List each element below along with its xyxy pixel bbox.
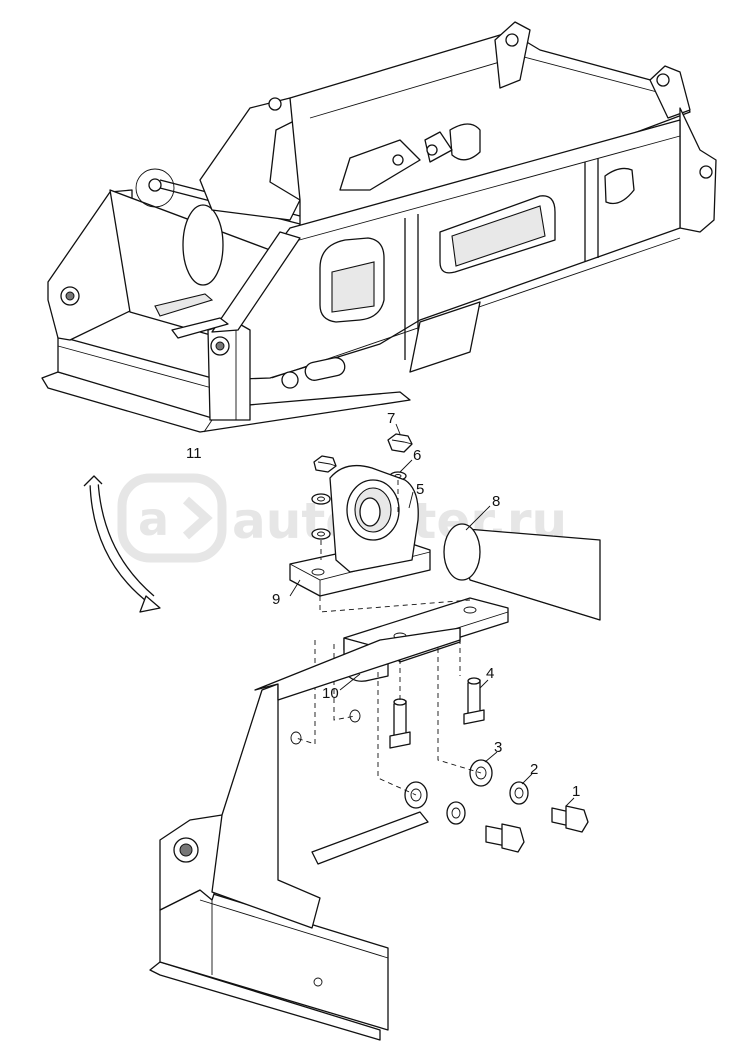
bolt-1	[551, 805, 589, 833]
callout-2: 2	[530, 761, 538, 778]
callout-6: 6	[413, 447, 421, 464]
assembly-guide-lines	[295, 480, 482, 796]
bolt-left	[389, 698, 411, 749]
bolt-4	[463, 677, 485, 725]
lower-frame-detail	[149, 627, 461, 1041]
shaft-8	[443, 523, 601, 621]
a-arrow-logo-icon: a	[117, 473, 227, 563]
spring-washer-lower	[446, 801, 466, 825]
pillow-block-9	[289, 464, 431, 597]
svg-text:a: a	[138, 492, 169, 546]
nut-7	[387, 433, 413, 453]
washer-left-lower	[311, 528, 331, 540]
direction-arrow-icon	[83, 475, 161, 613]
callout-10: 10	[322, 685, 339, 702]
callout-8: 8	[492, 493, 500, 510]
spring-washer-2	[509, 781, 529, 805]
bolt-lower	[485, 823, 525, 853]
callout-5: 5	[416, 481, 424, 498]
leader-lines	[203, 419, 575, 807]
callout-11: 11	[186, 445, 202, 462]
washer-left-upper	[311, 493, 331, 505]
callout-3: 3	[494, 739, 502, 756]
callout-9: 9	[272, 591, 280, 608]
callout-7: 7	[387, 410, 395, 427]
nut-left	[313, 455, 337, 473]
callout-4: 4	[486, 665, 494, 682]
main-frame-assembly	[41, 21, 717, 433]
callouts: 1 2 3 4 5 6 7 8 9 10 11	[186, 410, 580, 800]
callout-1: 1	[572, 783, 580, 800]
